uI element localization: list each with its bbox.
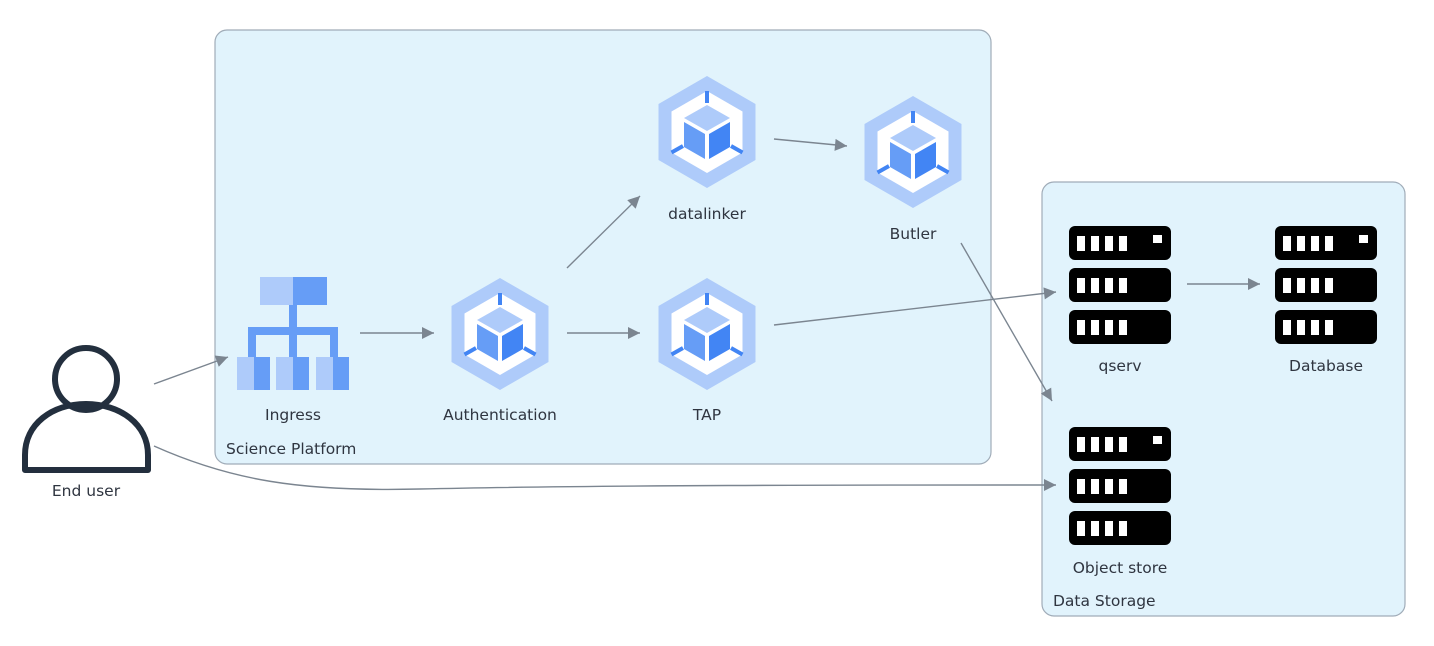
edge-tap-qserv	[773, 287, 1057, 326]
node-authentication: Authentication	[443, 276, 557, 424]
node-label-authentication: Authentication	[443, 406, 557, 424]
edge-authentication-datalinker	[566, 195, 641, 269]
node-database: Database	[1275, 226, 1377, 375]
cluster-label-science-platform: Science Platform	[226, 440, 356, 458]
server-rack-icon	[1069, 427, 1171, 545]
node-label-object-store: Object store	[1073, 559, 1168, 577]
node-qserv: qserv	[1069, 226, 1171, 375]
edge-enduser-objectstore	[153, 445, 1057, 492]
edge-datalinker-butler	[773, 138, 848, 151]
server-rack-icon	[1275, 226, 1377, 344]
node-label-ingress: Ingress	[265, 406, 321, 424]
node-label-database: Database	[1289, 357, 1363, 375]
node-tap: TAP	[656, 276, 758, 424]
server-rack-icon	[1069, 226, 1171, 344]
cluster-label-data-storage: Data Storage	[1053, 592, 1156, 610]
node-label-end-user: End user	[52, 482, 121, 500]
node-butler: Butler	[862, 94, 964, 243]
node-label-datalinker: datalinker	[668, 205, 746, 223]
edge-enduser-ingress	[153, 355, 229, 385]
node-datalinker: datalinker	[656, 74, 758, 223]
user-icon	[22, 345, 151, 473]
node-label-qserv: qserv	[1099, 357, 1142, 375]
node-object-store: Object store	[1069, 427, 1171, 577]
node-label-butler: Butler	[890, 225, 937, 243]
ingress-icon	[237, 277, 349, 390]
cluster-science-platform: Science Platform	[214, 29, 992, 465]
edges	[153, 138, 1260, 492]
edge-butler-objectstore	[960, 242, 1053, 402]
node-label-tap: TAP	[692, 406, 721, 424]
node-ingress: Ingress	[237, 277, 349, 424]
node-end-user: End user	[22, 345, 151, 500]
